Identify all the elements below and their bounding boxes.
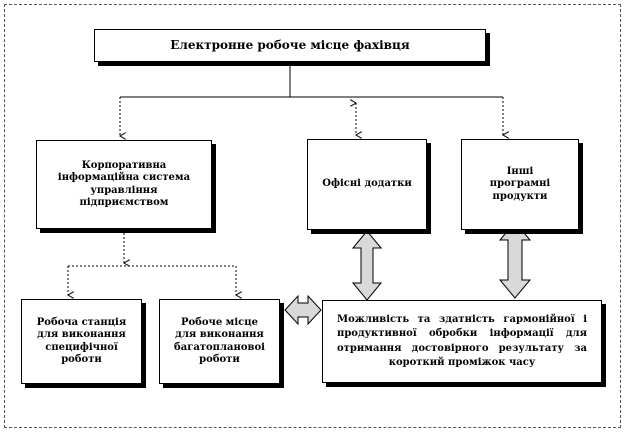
title-text: Електронне робоче місце фахівця: [170, 38, 410, 52]
workplace-text: Робоче місце для виконання багатопланово…: [174, 316, 265, 366]
double-arrow-other-ability: [498, 221, 532, 299]
outer-frame: [4, 4, 621, 428]
corporate-system-text: Корпоративна інформаційна система управл…: [57, 159, 191, 209]
ability-text: Можливість та здатність гармонійної і пр…: [337, 313, 587, 369]
double-arrow-office-ability: [351, 230, 383, 301]
other-software-box: Інші програмні продукти: [461, 139, 579, 230]
office-apps-text: Офісні додатки: [322, 178, 412, 190]
other-software-text: Інші програмні продукти: [489, 165, 551, 202]
double-arrow-workplace-ability: [284, 294, 322, 326]
title-box: Електронне робоче місце фахівця: [94, 29, 486, 62]
corporate-system-box: Корпоративна інформаційна система управл…: [36, 140, 212, 229]
top-connector: [120, 62, 503, 98]
workplace-box: Робоче місце для виконання багатопланово…: [159, 299, 280, 384]
workstation-box: Робоча станція для виконання специфічної…: [21, 299, 142, 384]
ability-box: Можливість та здатність гармонійної і пр…: [322, 300, 602, 383]
office-apps-box: Офісні додатки: [307, 139, 427, 230]
workstation-text: Робоча станція для виконання специфічної…: [36, 316, 127, 366]
